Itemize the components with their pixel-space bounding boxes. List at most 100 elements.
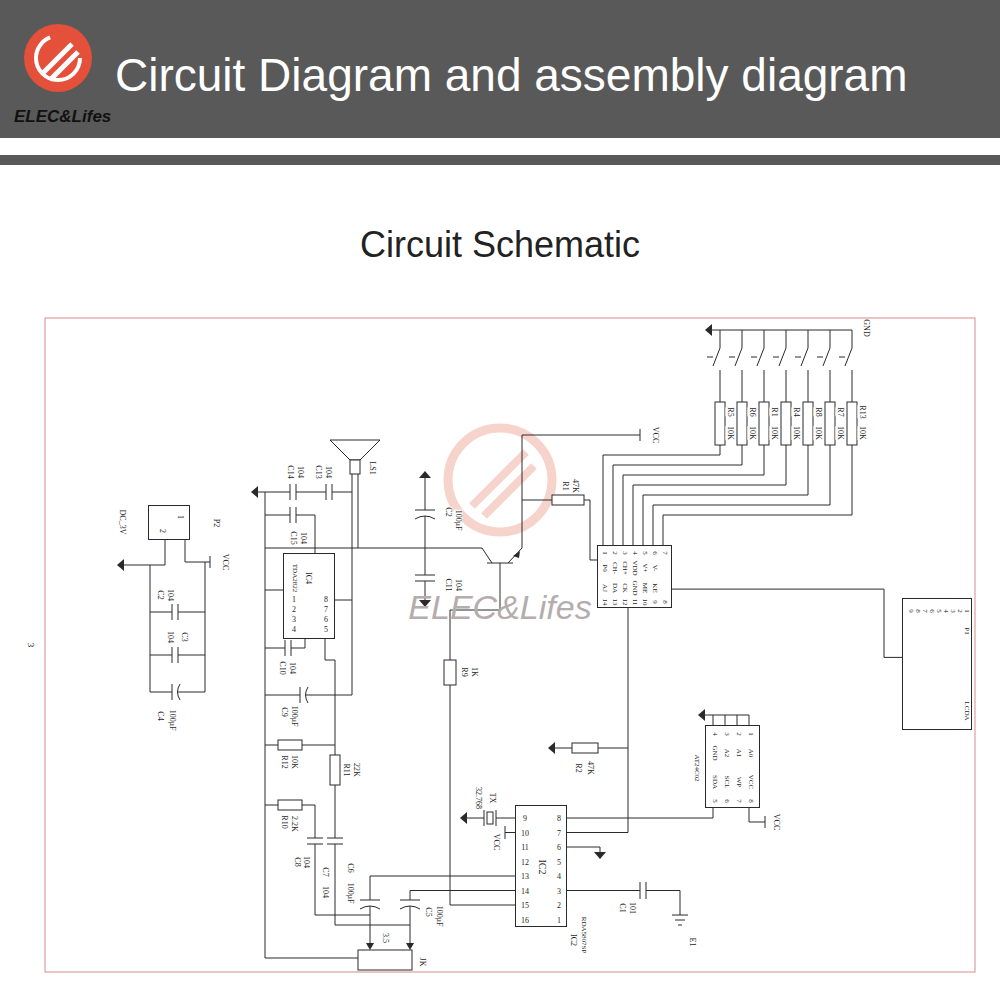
pin-number: 3 [292,616,296,625]
resistor-symbol [781,402,791,445]
component-label: 10K [770,426,779,440]
pin-label: WP [734,777,742,788]
pin-label: KE [650,583,658,592]
component-label: C10 [278,661,287,674]
component-label: C4 [156,711,165,720]
pin-number: 5 [557,858,561,867]
ground-symbol [460,812,467,824]
pin-label: IC2 [537,860,548,875]
pin-number: 8 [660,600,668,604]
pin-number: 6 [650,551,658,555]
pin-label: DA [610,583,618,593]
component-label: JK [418,958,427,967]
component-label: DC_3V [118,510,127,535]
pin-label: VDD [630,560,638,575]
pin-number: 5 [710,799,718,803]
pin-number: 9 [906,609,914,613]
pin-number: 6 [324,616,328,625]
pin-number: 7 [660,551,668,555]
component-label: E1 [688,938,697,947]
pin-label: SCL [722,776,730,789]
pin-number: 2 [955,609,963,613]
resistor-symbol [278,740,302,750]
resistor-symbol [552,495,584,505]
component-label: 10K [792,426,801,440]
radio-wires [467,715,765,925]
pin-number: 1 [962,609,970,613]
audio-wires [265,745,515,945]
pin-number: 3 [948,609,956,613]
pin-number: 10 [640,599,648,606]
pin-label: SDA [710,775,718,789]
pin-number: 2 [292,606,296,615]
component-label: 10K [814,426,823,440]
pin-label: IC4 [304,572,313,584]
pin-label: TDA2822 [290,564,298,592]
amplifier-ic: TDA2822IC412348765 [283,553,335,639]
component-label: 104 [296,466,305,478]
component-label: C8 [293,857,302,866]
component-label: 1K [470,667,479,677]
component-label: 3 [25,643,35,648]
component-label: 10K [748,426,757,440]
component-label: C2 [156,590,165,599]
ground-symbol [548,742,555,754]
pin-number: 6 [722,799,730,803]
speaker-symbol [330,440,380,460]
component-label: LS1 [368,461,377,474]
speaker-symbol [350,460,360,474]
pin-label: P0 [600,564,608,571]
schematic-frame [45,318,975,972]
component-label: R12 [280,755,289,768]
resistor-symbol [444,660,456,685]
component-label: C7 [321,867,330,876]
component-label: C6 [346,863,355,872]
pin-number: 4 [292,626,296,635]
pin-number: 3 [620,551,628,555]
component-label: 10K [858,426,867,440]
eeprom-ic: AT24C024321GNDA2A1A0SDASCLWPVCC5678 [705,725,760,808]
button-wires [603,330,852,545]
jack-symbol [358,950,412,970]
watermark: ELEC&Lifes [408,589,591,626]
pin-label: CH+ [620,561,628,575]
pin-number: 11 [630,599,638,606]
component-label: 104 [321,886,330,898]
resistor-symbol [737,402,747,445]
resistor-symbol [759,402,769,445]
pin-number: 13 [521,873,529,882]
component-label: 22K [352,763,361,777]
pin-number: 1 [292,596,296,605]
pin-number: 5 [934,609,942,613]
pin-label: A2 [722,749,730,758]
pin-label: AJ [600,584,608,592]
power-wires [124,540,210,700]
component-label: 101 [628,902,637,914]
resistor-symbol [803,402,813,445]
component-label: R6 [748,407,757,416]
pin-number: 15 [521,902,529,911]
component-label: 32.768 [474,787,483,809]
component-label: C14 [286,465,295,478]
pin-number: 12 [620,599,628,606]
component-label: TX [488,793,497,804]
component-label: C2 [444,507,453,516]
pin-number: 6 [927,609,935,613]
component-label: 10K [836,426,845,440]
component-label: 100μF [346,883,355,904]
ground-symbol [419,471,431,478]
component-label: 104 [166,589,175,601]
pin-label: A1 [734,749,742,758]
component-label: C9 [280,707,289,716]
component-label: R1 [770,407,779,416]
resistor-symbol [847,402,857,445]
component-label: 47K [586,761,595,775]
component-label: 104 [324,466,333,478]
pin-number: 10 [521,829,529,838]
signal-wire [672,589,902,657]
pin-label: P1 [962,627,970,634]
component-label: 3.5 [381,933,390,943]
component-label: 100μF [168,710,177,731]
